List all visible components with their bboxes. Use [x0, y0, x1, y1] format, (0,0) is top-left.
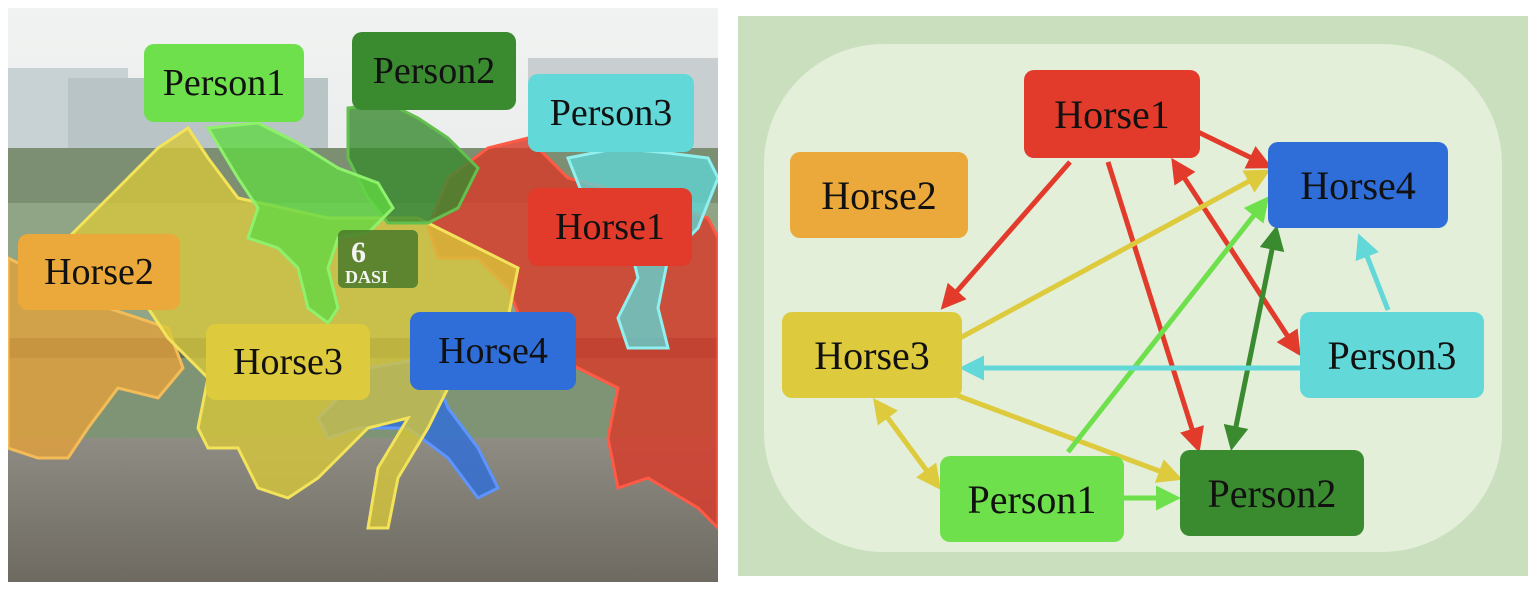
saddle-cloth	[338, 230, 418, 288]
node-horse2: Horse2	[790, 152, 968, 238]
relation-graph-panel: Horse1 Horse2 Horse4 Horse3 Person3 Pers…	[738, 16, 1528, 576]
edge-horse3-person1	[873, 397, 941, 491]
label-person2: Person2	[352, 32, 516, 110]
node-person3: Person3	[1300, 312, 1484, 398]
bib-number: 6	[351, 236, 366, 269]
dirt-track	[8, 438, 718, 582]
edge-person3-horse4	[1355, 233, 1391, 311]
label-horse4: Horse4	[410, 312, 576, 390]
edge-horse3-person2	[947, 389, 1183, 483]
node-horse1: Horse1	[1024, 70, 1200, 158]
edge-person2-horse4	[1223, 225, 1285, 451]
bib-text: DASI	[345, 267, 388, 287]
person1-mask	[205, 121, 395, 326]
node-horse3: Horse3	[782, 312, 962, 398]
edge-horse3-horse4	[958, 169, 1271, 341]
node-horse4: Horse4	[1268, 142, 1448, 228]
label-horse2: Horse2	[18, 234, 180, 310]
label-person1: Person1	[144, 44, 304, 122]
node-person1: Person1	[940, 456, 1124, 542]
segmented-race-photo: 6 DASI Person1 Person2 Person3 Horse1 Ho…	[8, 8, 718, 582]
node-person2: Person2	[1180, 450, 1364, 536]
edge-horse1-horse3	[940, 160, 1072, 310]
label-horse3: Horse3	[206, 324, 370, 400]
edge-horse1-person2	[1105, 161, 1204, 453]
label-horse1: Horse1	[528, 188, 692, 266]
label-person3: Person3	[528, 74, 694, 152]
